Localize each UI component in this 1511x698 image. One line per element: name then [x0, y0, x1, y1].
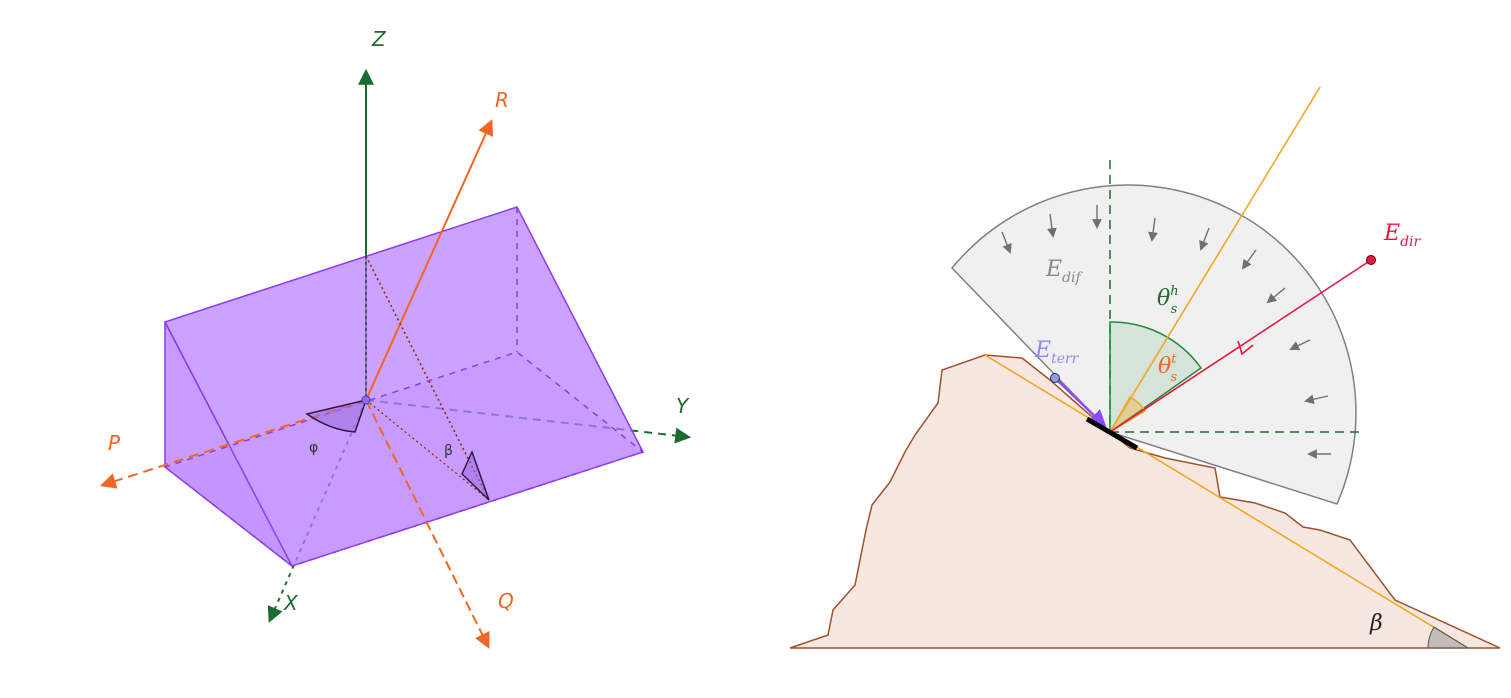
r-axis — [365, 119, 494, 401]
direct-label: Edir — [1383, 221, 1422, 250]
terrain — [789, 354, 1501, 649]
x-axis-label: X — [283, 591, 299, 615]
y-axis-label: Y — [676, 394, 690, 418]
origin-point — [361, 395, 371, 405]
left-3d-diagram: Z Y X R P Q φ β — [99, 27, 692, 649]
theta-h-sector — [1109, 321, 1203, 434]
beta-label: β — [1369, 611, 1383, 636]
q-axis — [365, 399, 490, 649]
p-axis-label: P — [108, 431, 121, 455]
beta-sector — [1427, 626, 1470, 649]
azimuth-angle-label: φ — [309, 440, 318, 456]
r-projection-line — [365, 255, 490, 501]
prism-bottom-face — [163, 351, 645, 567]
r-axis-label: R — [495, 88, 509, 112]
p-axis — [99, 399, 367, 489]
direct-source-point — [1366, 255, 1376, 265]
terrain-ray — [1054, 377, 1107, 428]
slope-line — [984, 354, 1469, 649]
q-axis-label: Q — [498, 589, 514, 613]
tilt-arc — [461, 449, 490, 501]
terrain-source-point — [1050, 373, 1060, 383]
tilt-angle-label: β — [444, 443, 453, 459]
tilt-dotted-line — [365, 399, 490, 501]
z-axis-label: Z — [371, 27, 387, 51]
azimuth-arc — [305, 398, 368, 433]
direct-beam — [1109, 259, 1372, 433]
diffuse-label: Edif — [1045, 257, 1084, 286]
diffuse-arrows — [1001, 205, 1331, 459]
y-axis — [365, 399, 692, 444]
theta-t-sector — [1107, 395, 1147, 435]
panel-surface — [1085, 416, 1139, 451]
direct-beam-arrowhead — [1237, 340, 1254, 356]
sky-dome-sector — [950, 184, 1357, 505]
tilted-normal-line — [1109, 86, 1321, 433]
terrain-label: Eterr — [1034, 338, 1080, 367]
